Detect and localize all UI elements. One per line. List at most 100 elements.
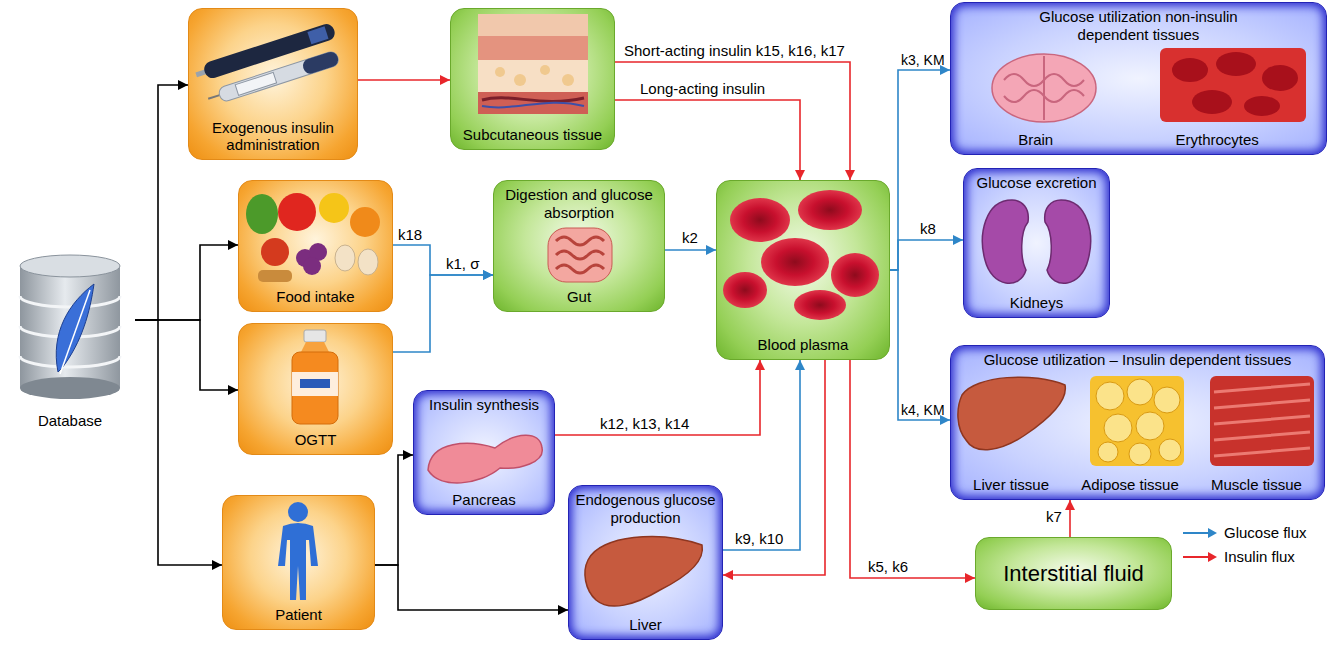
brain-icon-part xyxy=(1004,56,1084,120)
liver-tissue-icon xyxy=(958,377,1065,450)
node-heading-area: Insulin synthesis xyxy=(420,396,548,414)
flow-arrow xyxy=(135,85,188,320)
database-icon-part xyxy=(20,377,120,399)
legend-label: Insulin flux xyxy=(1224,548,1295,566)
food-icon-part xyxy=(278,193,316,231)
food-icon-part xyxy=(358,249,378,275)
flow-arrow xyxy=(375,455,413,565)
gut-icon xyxy=(548,228,612,282)
flow-arrow xyxy=(723,360,825,575)
insulin-pen-icon-part xyxy=(202,22,337,80)
node-heading-area: Endogenous glucose production xyxy=(575,491,716,526)
rate-constant-label: k2 xyxy=(682,229,698,246)
flow-arrow xyxy=(555,360,760,435)
node-label: Patient xyxy=(275,606,322,624)
input-box: OGTT xyxy=(238,323,393,455)
flow-arrow xyxy=(135,320,222,565)
legend-sample xyxy=(1182,527,1218,539)
muscle-tissue-icon xyxy=(1210,376,1314,466)
organ-box: Glucose excretionKidneys xyxy=(963,168,1110,318)
node-label-row: Interstitial fluid xyxy=(982,561,1165,587)
food-icon-part xyxy=(258,270,292,282)
compartment-box: Blood plasma xyxy=(716,180,890,360)
input-box: Exogenous insulin administration xyxy=(188,8,358,160)
edge-label-holder: Short-acting insulin k15, k16, k17 xyxy=(624,42,845,60)
muscle-tissue-icon-part xyxy=(1214,384,1310,456)
tissue-box: Glucose utilization non-insulin dependen… xyxy=(950,2,1327,155)
node-label-row: Kidneys xyxy=(970,294,1103,312)
node-label-row: Patient xyxy=(229,606,368,624)
skin-layers-icon xyxy=(478,14,588,114)
node-label: Blood plasma xyxy=(758,336,849,354)
node-label: Database xyxy=(38,412,102,430)
database-icon-part xyxy=(56,284,94,372)
insulin-pen-icon-part xyxy=(307,26,328,44)
node-heading-area: Glucose utilization – Insulin dependent … xyxy=(957,351,1318,369)
database-icon-part xyxy=(20,266,120,388)
node-label-row: Liver tissueAdipose tissueMuscle tissue xyxy=(957,476,1318,494)
adipose-tissue-icon-part xyxy=(1096,382,1124,410)
flow-arrow xyxy=(375,565,568,610)
erythrocytes-icon-part xyxy=(1192,90,1232,114)
database-node: Database xyxy=(5,250,135,435)
node-label: Erythrocytes xyxy=(1175,131,1258,149)
gut-icon-part xyxy=(548,228,612,282)
food-icon-part xyxy=(261,238,289,266)
legend: Glucose fluxInsulin flux xyxy=(1182,521,1307,569)
edge-label-holder: k4, KM xyxy=(901,401,945,419)
node-label-row: OGTT xyxy=(245,431,386,449)
database-icon-part xyxy=(20,326,120,337)
food-icon-part xyxy=(335,245,355,271)
node-label-row: Liver xyxy=(575,616,716,634)
adipose-tissue-icon-part xyxy=(1129,443,1151,465)
node-label-row: Subcutaneous tissue xyxy=(457,126,608,144)
node-label: Liver tissue xyxy=(973,476,1049,494)
kidneys-icon-part xyxy=(982,200,1028,283)
compartment-box: Subcutaneous tissue xyxy=(450,8,615,150)
food-icon-part xyxy=(296,249,314,267)
insulin-pen-icon-part xyxy=(195,69,208,77)
rate-constant-label: k5, k6 xyxy=(868,558,908,575)
node-label-row: Pancreas xyxy=(420,491,548,509)
blood-cells-icon-part xyxy=(794,290,846,320)
glucose-drink-icon-part xyxy=(300,379,330,388)
input-box: Food intake xyxy=(238,180,393,312)
liver-icon xyxy=(585,537,702,607)
skin-layers-icon-part xyxy=(540,65,550,75)
skin-layers-icon-part xyxy=(478,60,588,92)
skin-layers-icon-part xyxy=(478,36,588,60)
node-heading: Digestion and glucose absorption xyxy=(500,186,658,221)
glucose-drink-icon-part xyxy=(300,342,330,354)
insulin-pen-icon-part xyxy=(217,50,340,103)
node-label-row: BrainErythrocytes xyxy=(957,131,1320,149)
input-box: Patient xyxy=(222,495,375,630)
database-icon-part xyxy=(20,296,120,307)
compartment-box: Digestion and glucose absorptionGut xyxy=(493,180,665,312)
food-icon-part xyxy=(350,207,380,237)
erythrocytes-icon-part xyxy=(1262,65,1298,91)
node-label-row: Food intake xyxy=(245,288,386,306)
node-heading: Glucose excretion xyxy=(976,174,1096,192)
node-heading: Glucose utilization – Insulin dependent … xyxy=(984,351,1292,369)
flow-arrow xyxy=(358,79,450,81)
flow-arrow xyxy=(723,360,800,550)
node-label: Food intake xyxy=(276,288,354,306)
node-heading: Insulin synthesis xyxy=(429,396,539,414)
blood-cells-icon-part xyxy=(761,238,829,286)
glucose-drink-icon-part xyxy=(304,330,326,342)
skin-layers-icon-part xyxy=(478,92,588,114)
compartment-box: Interstitial fluid xyxy=(975,537,1172,610)
flow-arrow xyxy=(665,249,716,251)
edge-label-holder: k7 xyxy=(1046,508,1062,526)
adipose-tissue-icon-part xyxy=(1159,439,1181,461)
rate-constant-label: k12, k13, k14 xyxy=(600,415,689,432)
liver-tissue-icon-part xyxy=(958,377,1065,450)
flow-arrow xyxy=(393,245,493,275)
node-heading-area: Digestion and glucose absorption xyxy=(500,186,658,221)
human-body-icon-part xyxy=(288,502,308,522)
node-heading-area: Glucose excretion xyxy=(970,174,1103,192)
human-body-icon xyxy=(278,502,318,600)
flow-arrow xyxy=(890,270,950,420)
adipose-tissue-icon-part xyxy=(1104,414,1132,442)
